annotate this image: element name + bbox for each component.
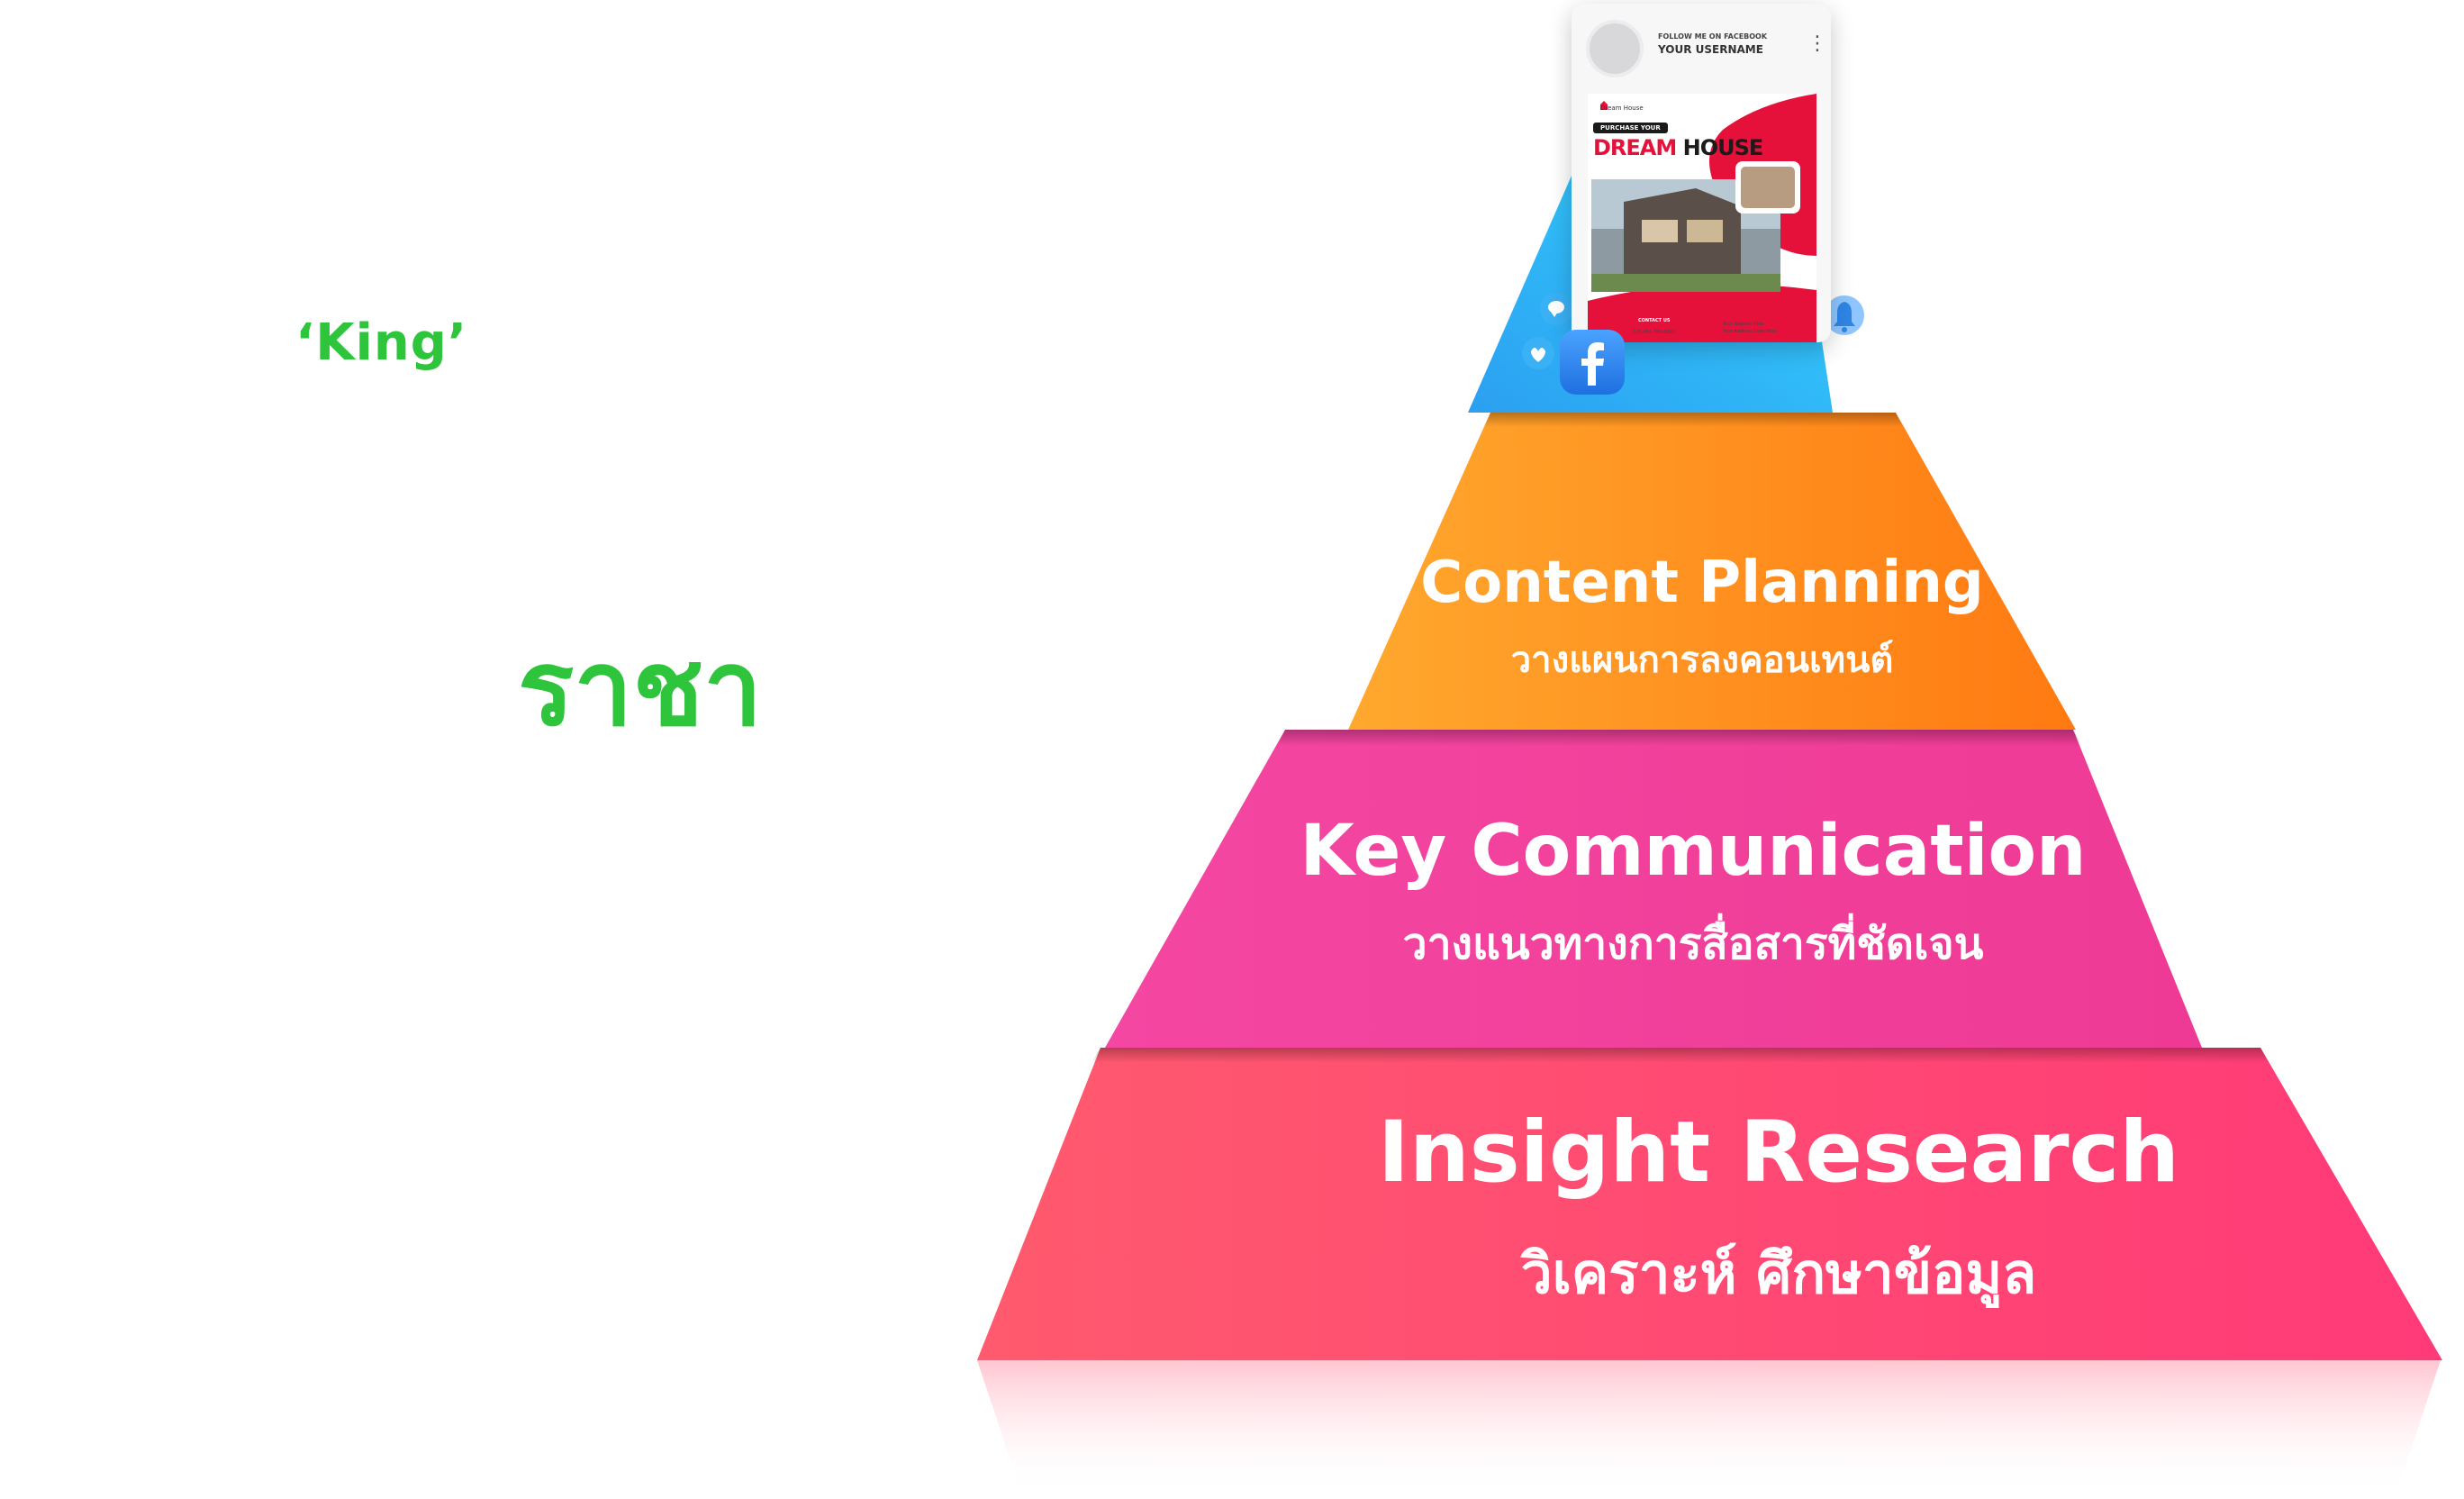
tier-insight-research-subtitle: วิเคราะห์ ศึกษาข้อมูล — [1520, 1240, 2037, 1306]
poster-purchase-label: PURCHASE YOUR — [1593, 123, 1668, 133]
tier-content-planning-shape — [1348, 413, 2076, 730]
poster-contact: CONTACT US — [1633, 317, 1676, 324]
follow-text: FOLLOW ME ON FACEBOOK — [1658, 32, 1768, 41]
pyramid-reflection — [977, 1360, 2441, 1495]
tier-content-planning-subtitle: วางแผนการลงคอนเทนต์ — [1510, 640, 1894, 681]
more-icon: ⋮ — [1807, 32, 1827, 55]
messenger-icon — [1540, 293, 1572, 325]
dream-house-poster: Dream House PURCHASE YOUR DREAM HOUSE CO… — [1588, 94, 1816, 342]
tier-key-communication-subtitle: วางแนวทางการสื่อสารที่ชัดเจน — [1402, 919, 1984, 969]
heart-icon — [1522, 337, 1554, 369]
facebook-icon — [1560, 330, 1625, 395]
tier-shadow — [1277, 730, 2082, 746]
poster-info: Your Website Here Your Address Goes Here — [1723, 321, 1777, 335]
tier-shadow — [1092, 1048, 2269, 1063]
poster-info-website: Your Website Here — [1723, 322, 1764, 327]
bell-icon — [1825, 295, 1864, 335]
tier-insight-research-shape — [977, 1048, 2442, 1360]
poster-brand: Dream House — [1600, 104, 1644, 112]
poster-artwork — [1588, 94, 1816, 342]
poster-info-address: Your Address Goes Here — [1723, 329, 1777, 334]
tier-insight-research-title: Insight Research — [1377, 1104, 2180, 1202]
poster-phone: 123-456-789-0000 — [1633, 330, 1675, 335]
headline-dream: DREAM — [1593, 135, 1677, 160]
username: YOUR USERNAME — [1658, 43, 1763, 56]
headline-house: HOUSE — [1682, 135, 1764, 160]
king-label: ‘King’ — [295, 313, 468, 372]
tier-shadow — [1484, 413, 1903, 427]
tier-key-communication-title: Key Communication — [1300, 811, 2087, 892]
social-post-card: FOLLOW ME ON FACEBOOK YOUR USERNAME ⋮ Dr… — [1572, 4, 1831, 342]
raja-label: ราชา — [518, 628, 763, 750]
tier-content-planning-title: Content Planning — [1420, 550, 1984, 616]
tier-key-communication-shape — [1105, 730, 2202, 1048]
poster-headline: DREAM HOUSE — [1593, 135, 1764, 160]
avatar — [1586, 20, 1644, 77]
